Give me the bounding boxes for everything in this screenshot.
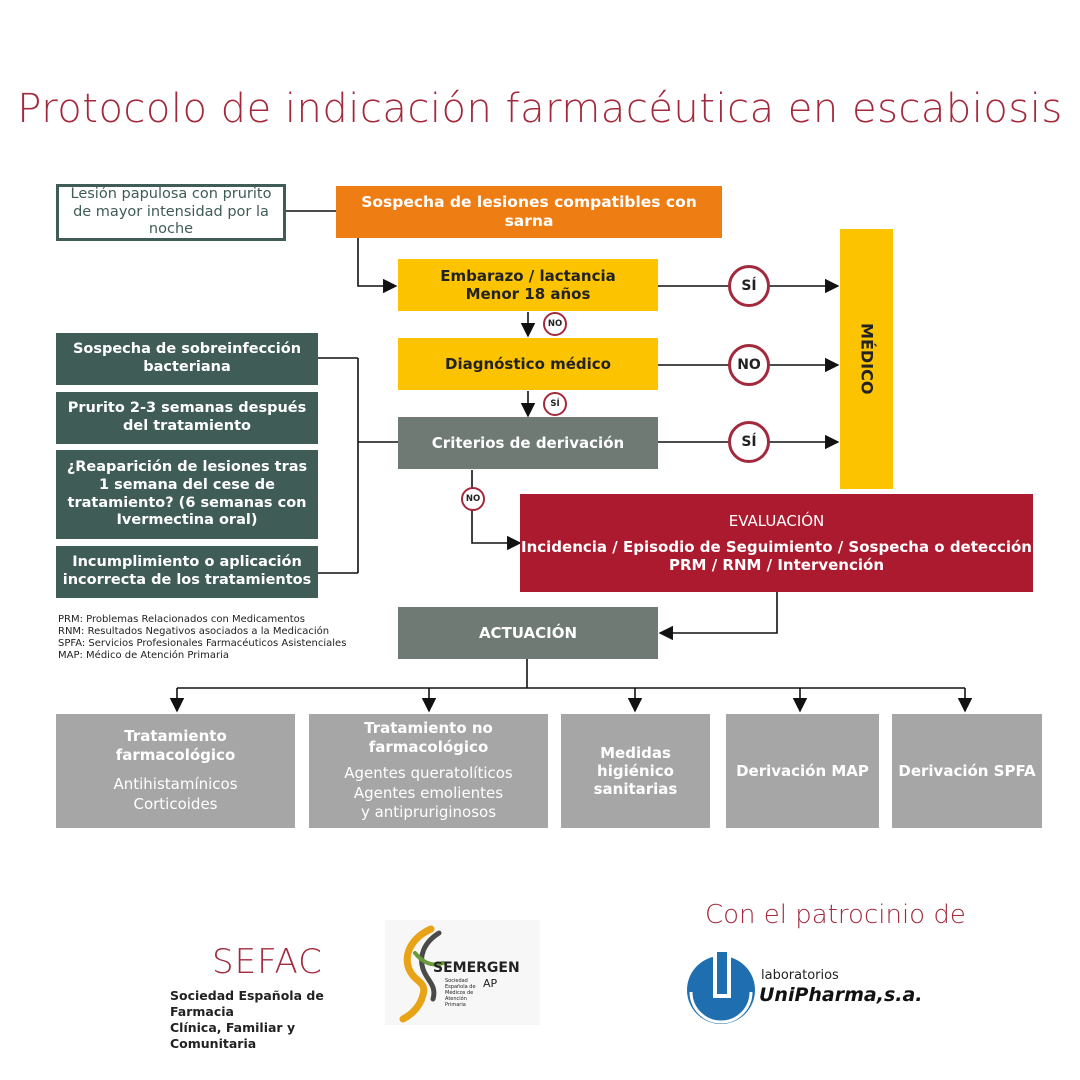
action-2-sub-1: Agentes queratolíticos <box>344 764 513 783</box>
action-derivacion-map: Derivación MAP <box>726 714 879 828</box>
action-5-title: Derivación SPFA <box>898 761 1036 780</box>
action-2-sub-3: y antipruriginosos <box>360 803 497 822</box>
action-1-sub-2: Corticoides <box>133 795 218 814</box>
sefac-name: Sociedad Española de Farmacia Clínica, F… <box>170 988 370 1052</box>
action-1-title: Tratamiento farmacológico <box>115 727 236 764</box>
abbreviations-legend: PRM: Problemas Relacionados con Medicame… <box>58 614 346 662</box>
abbr-prm: PRM: Problemas Relacionados con Medicame… <box>58 614 305 625</box>
embarazo-line-1: Embarazo / lactancia <box>440 266 616 285</box>
action-2-subtitle: Agentes queratolíticos Agentes emoliente… <box>344 764 513 823</box>
semergen-logo: SEMERGEN AP Sociedad Española de Médicos… <box>385 920 540 1025</box>
action-tratamiento-farmacologico: Tratamiento farmacológico Antihistamínic… <box>56 714 295 828</box>
page-title: Protocolo de indicación farmacéutica en … <box>17 86 1063 132</box>
unipharma-emblem-icon <box>687 952 755 1024</box>
sospecha-box: Sospecha de lesiones compatibles con sar… <box>336 186 722 238</box>
action-2-sub-2: Agentes emolientes <box>353 783 504 802</box>
action-derivacion-spfa: Derivación SPFA <box>892 714 1042 828</box>
criterion-incumplimiento: Incumplimiento o aplicación incorrecta d… <box>56 546 318 598</box>
action-tratamiento-no-farmacologico: Tratamiento no farmacológico Agentes que… <box>309 714 548 828</box>
action-1-sub-1: Antihistamínicos <box>113 775 238 794</box>
evaluacion-line-2: PRM / RNM / Intervención <box>669 556 884 575</box>
diagnostico-box: Diagnóstico médico <box>398 338 658 390</box>
semergen-logo-text: SEMERGEN <box>433 960 520 976</box>
sefac-logo-text: SEFAC <box>212 942 323 982</box>
sefac-logo: SEFAC Sociedad Española de Farmacia Clín… <box>170 942 370 1052</box>
decision-criterios-si: SÍ <box>728 421 770 463</box>
sponsor-label: Con el patrocinio de <box>705 900 966 930</box>
evaluacion-line-1: Incidencia / Episodio de Seguimiento / S… <box>521 537 1032 556</box>
action-4-title: Derivación MAP <box>736 761 869 780</box>
action-medidas-higienicas: Medidas higiénico sanitarias <box>561 714 710 828</box>
decision-criterios-no: NO <box>461 487 485 511</box>
embarazo-line-2: Menor 18 años <box>465 285 591 303</box>
decision-embarazo-no: NO <box>543 312 567 336</box>
lesion-box: Lesión papulosa con prurito de mayor int… <box>56 184 286 241</box>
criterion-sobreinfeccion: Sospecha de sobreinfección bacteriana <box>56 333 318 385</box>
actuacion-box: ACTUACIÓN <box>398 607 658 659</box>
criterion-reaparicion: ¿Reaparición de lesiones tras 1 semana d… <box>56 450 318 539</box>
abbr-map: MAP: Médico de Atención Primaria <box>58 650 230 661</box>
action-1-subtitle: Antihistamínicos Corticoides <box>113 774 237 815</box>
embarazo-box: Embarazo / lactancia Menor 18 años <box>398 259 658 311</box>
evaluacion-box: EVALUACIÓN Incidencia / Episodio de Segu… <box>520 494 1033 592</box>
unipharma-logo: laboratorios UniPharma,s.a. <box>683 952 953 1027</box>
criterios-box: Criterios de derivación <box>398 417 658 469</box>
medico-box: MÉDICO <box>840 229 893 489</box>
decision-diagnostico-no: NO <box>728 344 770 386</box>
decision-embarazo-si: SÍ <box>728 265 770 307</box>
sefac-name-line-2: Clínica, Familiar y Comunitaria <box>170 1020 296 1051</box>
action-2-title: Tratamiento no farmacológico <box>364 719 493 756</box>
criterion-prurito: Prurito 2-3 semanas después del tratamie… <box>56 392 318 444</box>
action-3-title: Medidas higiénico sanitarias <box>593 743 678 799</box>
medico-label: MÉDICO <box>857 323 877 395</box>
unipharma-top-text: laboratorios <box>761 968 839 983</box>
unipharma-name: UniPharma,s.a. <box>759 984 923 1006</box>
decision-diagnostico-si: SÍ <box>543 392 567 416</box>
sefac-name-line-1: Sociedad Española de Farmacia <box>170 988 324 1019</box>
abbr-rnm: RNM: Resultados Negativos asociados a la… <box>58 626 330 637</box>
semergen-ap: AP <box>483 977 498 990</box>
abbr-spfa: SPFA: Servicios Profesionales Farmacéuti… <box>58 638 347 649</box>
semergen-subtitle: Sociedad Española de Médicos de Atención… <box>445 978 476 1008</box>
evaluacion-title: EVALUACIÓN <box>728 511 825 530</box>
semergen-emblem-icon <box>399 925 445 1023</box>
